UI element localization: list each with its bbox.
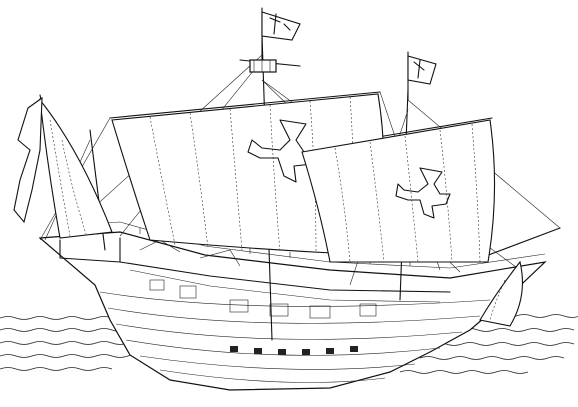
cross-emblem-icon xyxy=(395,167,451,219)
fore-sail xyxy=(301,119,496,263)
mizzen-sail xyxy=(39,98,113,239)
crows-nest xyxy=(249,59,277,73)
jib-sail xyxy=(479,260,523,327)
main-sail xyxy=(111,93,385,256)
cross-emblem-icon xyxy=(247,119,319,183)
pennant xyxy=(13,96,43,224)
gun-ports xyxy=(230,346,358,355)
fore-flag xyxy=(407,51,437,101)
main-flag xyxy=(261,7,301,61)
